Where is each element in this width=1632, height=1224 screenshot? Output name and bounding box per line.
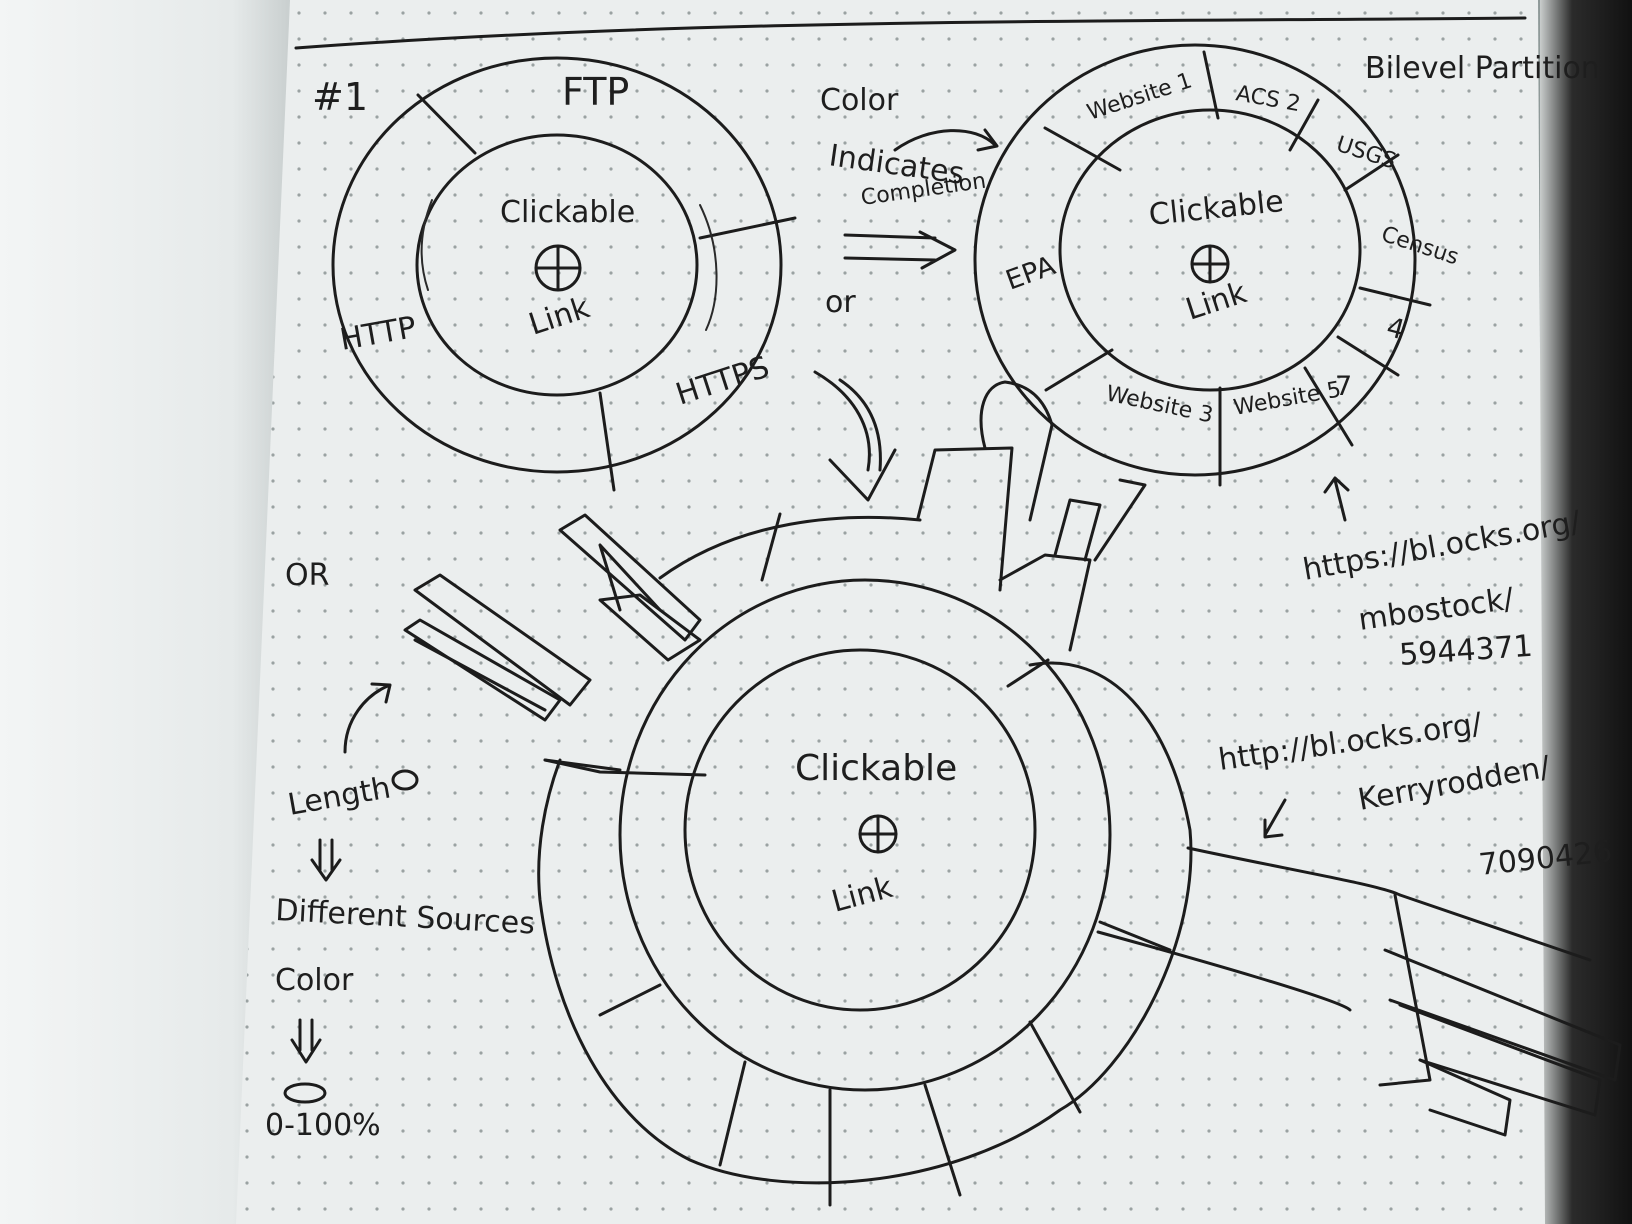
sketch-3-center-top: Clickable: [795, 748, 957, 789]
legend-percent: 0-100%: [265, 1108, 381, 1143]
legend-color: Color: [275, 963, 354, 998]
color-note-line-1: Color: [820, 83, 899, 118]
sketch-1-segment-ftp: FTP: [562, 70, 629, 114]
or-right: or: [825, 285, 856, 320]
or-left: OR: [285, 558, 329, 593]
sketch-1-title: #1: [312, 75, 368, 119]
sketch-1-center-top: Clickable: [500, 195, 635, 230]
sketch-2-title: Bilevel Partition: [1365, 51, 1600, 86]
